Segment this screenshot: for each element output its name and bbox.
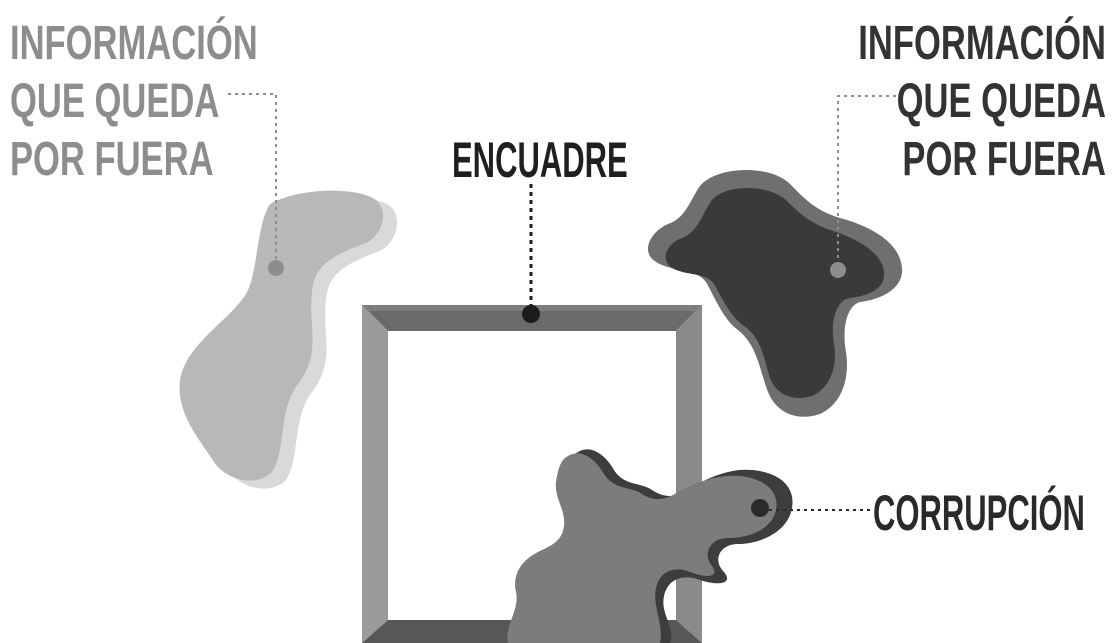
outside-info-label-left-line-3: POR FUERA xyxy=(10,136,258,194)
outside-info-label-left-line-1: INFORMACIÓN xyxy=(10,20,258,78)
connector-frame-dot xyxy=(522,305,540,323)
outside-info-label-right: INFORMACIÓN QUE QUEDA POR FUERA xyxy=(858,20,1106,194)
outside-info-label-right-line-3: POR FUERA xyxy=(858,136,1106,194)
outside-info-label-right-line-2: QUE QUEDA xyxy=(858,78,1106,136)
outside-info-blob-left-body xyxy=(180,191,383,481)
outside-info-label-left: INFORMACIÓN QUE QUEDA POR FUERA xyxy=(10,20,258,194)
corruption-blob-body xyxy=(507,453,776,643)
connector-frame xyxy=(522,184,540,323)
connector-left-dot xyxy=(268,260,284,276)
outside-info-label-right-line-1: INFORMACIÓN xyxy=(858,20,1106,78)
corruption-label: CORRUPCIÓN xyxy=(873,488,1085,538)
frame-left-bevel xyxy=(362,305,388,643)
corruption-blob xyxy=(507,449,792,643)
outside-info-label-left-line-2: QUE QUEDA xyxy=(10,78,258,136)
connector-corruption-dot xyxy=(751,499,769,517)
frame-label: ENCUADRE xyxy=(452,135,628,185)
connector-right-dot xyxy=(830,262,846,278)
frame-right-bevel xyxy=(676,305,702,643)
